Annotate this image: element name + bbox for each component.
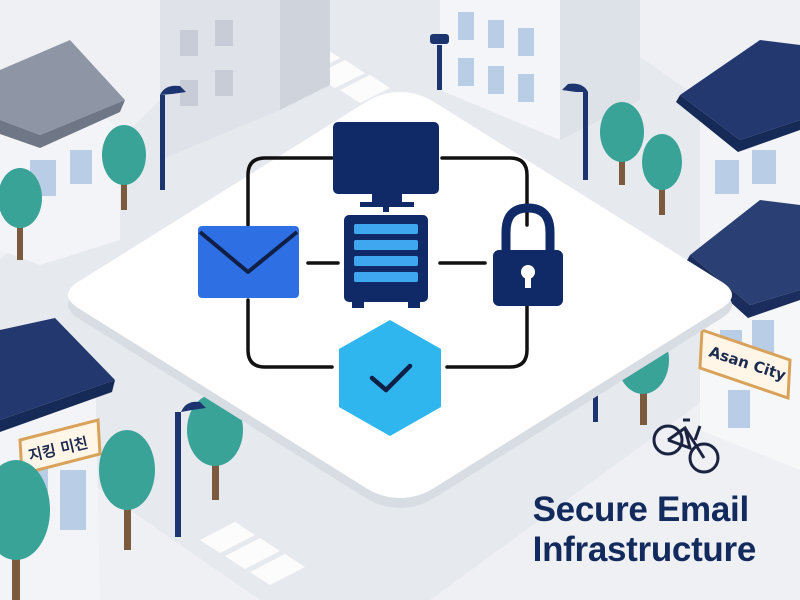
padlock-icon: [493, 203, 563, 306]
caption-line-1: Secure Email: [532, 490, 750, 529]
server-rack-icon: [344, 202, 428, 308]
caption: Secure Email Infrastructure: [532, 490, 757, 570]
street-lamp: [562, 83, 588, 180]
tree: [102, 125, 146, 210]
tree: [0, 460, 50, 600]
building: [160, 0, 330, 160]
bicycle-icon: [652, 418, 720, 474]
checkmark-hexagon-icon: [339, 320, 441, 436]
crosswalk: [200, 522, 305, 585]
tree: [642, 134, 682, 215]
street-sign-left: 지킹 미친: [18, 418, 102, 476]
street-lamp: [160, 85, 186, 190]
caption-line-2: Infrastructure: [532, 530, 757, 569]
street-lamp: [430, 34, 449, 90]
network-connectors: [246, 156, 529, 369]
street-lamp: [593, 382, 598, 422]
tree: [600, 102, 644, 185]
tree: [99, 430, 155, 550]
envelope-icon: [198, 226, 299, 298]
tree: [0, 168, 42, 260]
street-lamp: [175, 401, 206, 537]
